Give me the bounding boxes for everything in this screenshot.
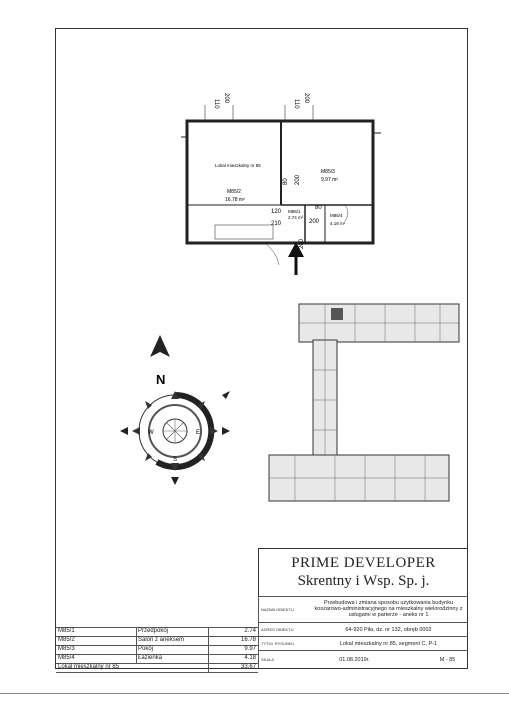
dim-mid-2: 80 — [283, 178, 289, 185]
room-id-m85-2: M85/2 — [227, 189, 241, 195]
info-row-scale: SKALA 01.08.2019r. M - 85 — [258, 650, 468, 669]
compass-e-label: E — [196, 430, 200, 436]
floor-plan: 110 200 110 200 Lokal mieszkalny nr 85 M… — [181, 93, 381, 275]
title-block-info: NAZWA OBIEKTU Przebudowa i zmiana sposob… — [258, 596, 468, 669]
dim-top-2: 200 — [223, 93, 229, 104]
page-bottom-rule — [0, 693, 509, 694]
company-name: PRIME DEVELOPER — [291, 555, 436, 571]
dim-top-4: 200 — [303, 93, 309, 104]
dim-top-1: 110 — [213, 99, 219, 109]
info-row-address: ADRES OBIEKTU 64-920 Piła, dz. nr 132, o… — [258, 622, 468, 636]
info-row-object: NAZWA OBIEKTU Przebudowa i zmiana sposob… — [258, 596, 468, 622]
compass-s-label: S — [173, 457, 177, 463]
sheet-number: M - 85 — [439, 657, 456, 663]
compass-rose: N S W E — [120, 335, 230, 485]
dim-mid-4: 80 — [315, 205, 322, 211]
room-area-m85-4: 4.18 m² — [330, 221, 346, 226]
compass-north-label: N — [156, 372, 165, 387]
room-area-m85-3: 9.97 m² — [321, 177, 338, 183]
door-arc-2 — [344, 204, 349, 222]
walls — [181, 119, 381, 245]
dim-mid-3: 120 — [271, 209, 282, 215]
dim-mid-1: 200 — [295, 174, 301, 185]
room-area-m85-2: 16.78 m² — [225, 197, 245, 203]
room-area-m85-1: 2.74 m² — [288, 215, 304, 220]
dim-mid-7: 200 — [299, 238, 305, 249]
dim-mid-5: 210 — [271, 221, 282, 227]
dimension-marks — [204, 105, 314, 120]
drawing-frame — [55, 28, 468, 669]
info-row-drawing-title: TYTUŁ RYSUNKU Lokal mieszkalny nr 85, se… — [258, 636, 468, 650]
room-id-m85-1: M85/1 — [288, 209, 301, 214]
entrance-arrow-icon — [288, 242, 304, 275]
kitchen-counter — [214, 224, 274, 240]
company-legal-name: Skrentny i Wsp. Sp. j. — [297, 573, 430, 589]
building-key-plan — [268, 303, 460, 502]
company-block: PRIME DEVELOPER Skrentny i Wsp. Sp. j. — [258, 548, 468, 596]
unit-label: Lokal mieszkalny nr 85 — [215, 163, 261, 168]
room-id-m85-3: M85/3 — [321, 169, 335, 175]
dim-mid-6: 200 — [309, 219, 320, 225]
unit-85-highlight — [331, 308, 343, 320]
dim-top-3: 110 — [293, 99, 299, 109]
door-arc — [264, 242, 280, 266]
compass-w-label: W — [148, 430, 154, 436]
room-id-m85-4: M85/4 — [330, 213, 343, 218]
north-arrow-icon — [150, 335, 170, 357]
